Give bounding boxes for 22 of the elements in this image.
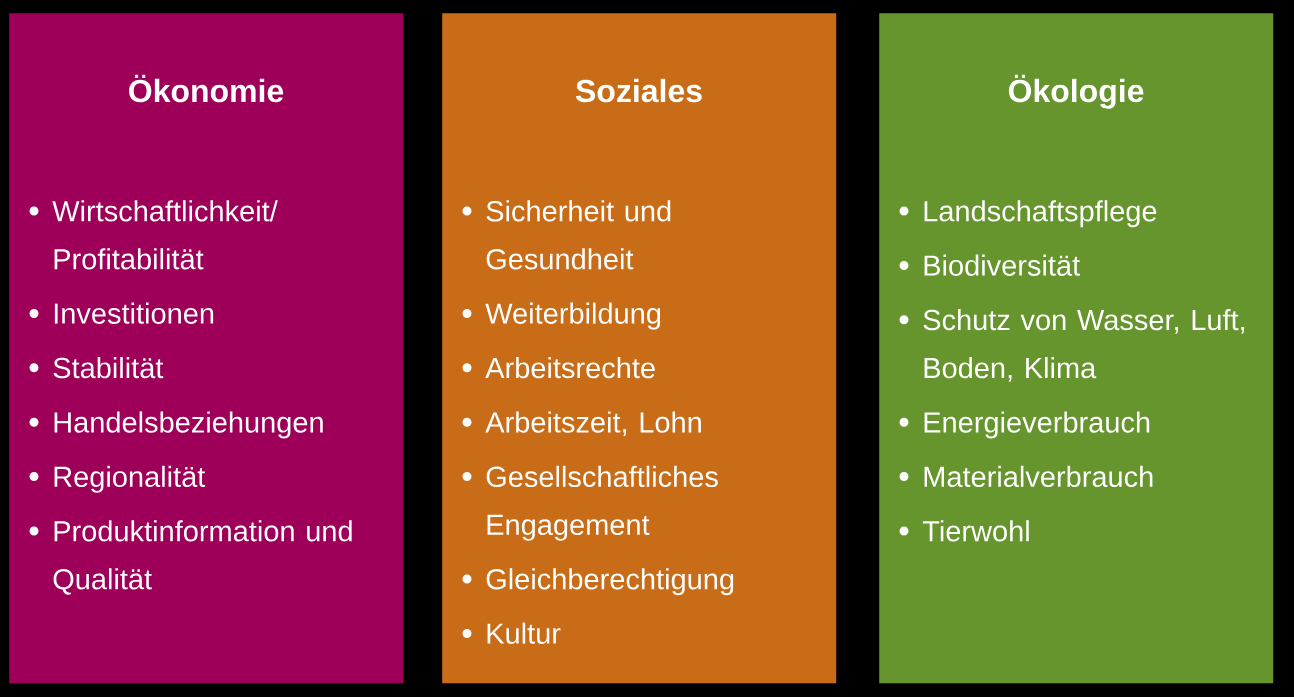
list-item: Tierwohl bbox=[922, 520, 1029, 542]
heading: Soziales bbox=[575, 78, 702, 103]
list-item: Materialverbrauch bbox=[924, 465, 1153, 488]
list-item: Arbeitszeit, Lohn bbox=[485, 411, 701, 437]
list-item: Investitionen bbox=[54, 302, 214, 324]
list-item: Wirtschaftlichkeit/ Profitabilität bbox=[52, 200, 278, 270]
list-item: Kultur bbox=[487, 622, 561, 644]
heading: Ökologie bbox=[1008, 74, 1144, 109]
list-item: Arbeitsrechte bbox=[485, 357, 655, 379]
list-item: Handelsbeziehungen bbox=[54, 411, 323, 439]
heading: Ökonomie bbox=[129, 74, 284, 103]
list-item: Stabilität bbox=[53, 357, 164, 379]
list-item: Regionalität bbox=[54, 465, 206, 493]
list-item: Sicherheit und Gesundheit bbox=[486, 200, 671, 270]
list-item: Biodiversität bbox=[924, 254, 1080, 276]
list-item: Landschaftspflege bbox=[924, 200, 1157, 228]
list-item: Produktinformation und Qualität bbox=[53, 520, 352, 595]
list-item: Schutz von Wasser, Luft, Boden, Klima bbox=[923, 309, 1245, 382]
list-item: Gesellschaftliches Engagement bbox=[486, 465, 718, 541]
list-item: Gleichberechtigung bbox=[486, 568, 734, 596]
list-item: Weiterbildung bbox=[485, 302, 661, 330]
list-item: Energieverbrauch bbox=[924, 411, 1150, 439]
